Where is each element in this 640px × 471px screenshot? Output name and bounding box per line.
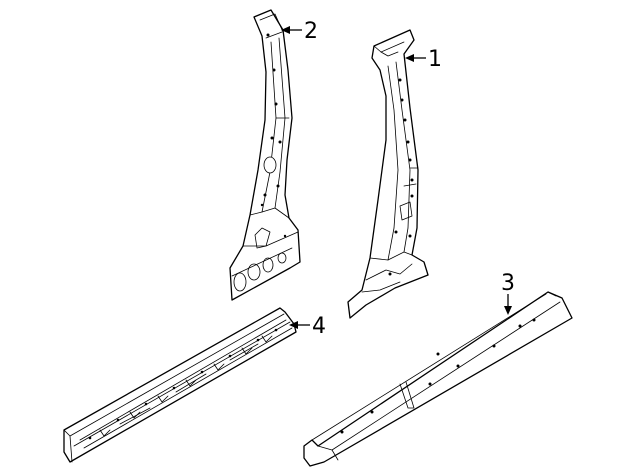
callout-3-label: 3 [501,271,515,296]
part-1-outer-pillar [347,29,429,319]
part-3-outer-rocker [303,291,573,467]
part-4-inner-rocker [63,307,297,463]
callout-2-label: 2 [304,19,318,44]
callout-3: 3 [501,271,515,315]
callout-1: 1 [405,47,442,72]
callout-4: 4 [289,314,326,339]
callout-1-label: 1 [428,47,442,72]
callout-4-label: 4 [312,314,326,339]
part-2-inner-pillar [229,9,301,301]
callout-2: 2 [281,19,318,44]
